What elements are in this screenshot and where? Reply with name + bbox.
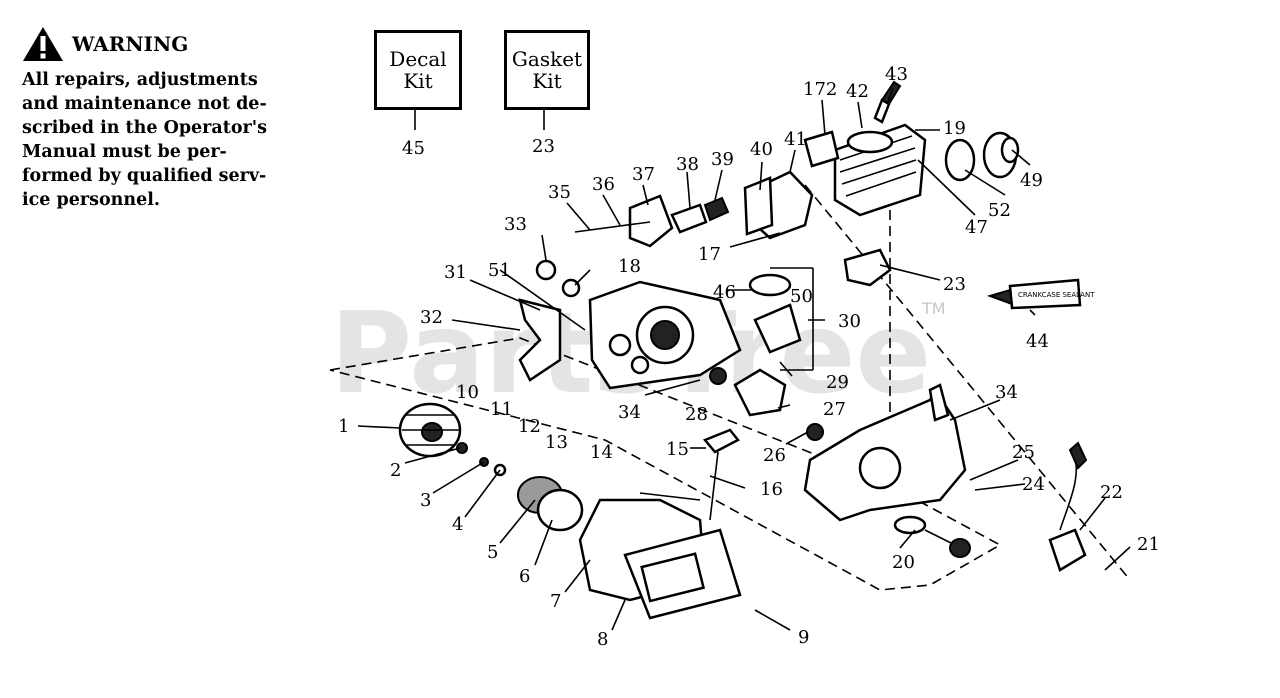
callout-label: 8 <box>597 629 608 650</box>
fuel-tank-bracket[interactable] <box>518 298 562 382</box>
callout-label: 13 <box>545 432 568 453</box>
callout-label: 38 <box>676 154 699 175</box>
callout-label: 49 <box>1020 170 1043 191</box>
muffler-cover[interactable] <box>574 194 730 248</box>
warning-line: Manual must be per- <box>22 142 227 162</box>
callout-label: 36 <box>592 174 615 195</box>
cylinder-assembly[interactable] <box>833 123 927 217</box>
warning-line: ice personnel. <box>22 190 160 210</box>
warning-triangle-icon <box>23 27 63 61</box>
flywheel[interactable] <box>398 402 462 458</box>
callout-leaders <box>357 87 1131 631</box>
callout-label: 172 <box>803 79 837 100</box>
callout-label: 30 <box>838 311 861 332</box>
crankcase-right[interactable] <box>803 383 967 522</box>
gasket-kit-label: Kit <box>532 69 562 93</box>
warning-text: All repairs, adjustments and maintenance… <box>22 68 302 212</box>
callout-label: 1 <box>338 416 349 437</box>
cylinder-gasket[interactable] <box>803 130 840 168</box>
callout-label: 21 <box>1137 534 1160 555</box>
callout-label: 43 <box>885 64 908 85</box>
crankshaft[interactable] <box>709 367 824 441</box>
warning-line: and maintenance not de- <box>22 94 267 114</box>
callout-label: 2 <box>390 460 401 481</box>
callout-label: 29 <box>826 372 849 393</box>
callout-label: 18 <box>618 256 641 277</box>
callout-label: 27 <box>823 399 846 420</box>
gasket-kit-box[interactable]: Gasket Kit <box>504 30 590 110</box>
callout-label: 5 <box>487 542 498 563</box>
callout-label: 4 <box>452 514 463 535</box>
spark-plug[interactable] <box>873 80 902 124</box>
callout-label: 44 <box>1026 331 1049 352</box>
callout-label: 41 <box>784 129 807 150</box>
sealant-tube[interactable]: CRANKCASE SEALANT <box>986 278 1095 310</box>
callout-label: 22 <box>1100 482 1123 503</box>
callout-label: 34 <box>995 382 1018 403</box>
rewind-spring[interactable] <box>536 488 584 532</box>
callout-label: 51 <box>488 260 511 281</box>
callout-label: 11 <box>490 399 513 420</box>
callout-label: 37 <box>632 164 655 185</box>
callout-label: 25 <box>1012 442 1035 463</box>
callout-label: 31 <box>444 262 467 283</box>
callout-label: 20 <box>892 552 915 573</box>
assembly-axis <box>804 184 1131 581</box>
callout-label: 16 <box>760 479 783 500</box>
starter-handle[interactable] <box>702 428 740 521</box>
ignition-module[interactable] <box>1048 441 1088 572</box>
callout-label: 12 <box>518 416 541 437</box>
callout-label: 52 <box>988 200 1011 221</box>
decal-kit-box[interactable]: Decal Kit <box>374 30 462 110</box>
sealant-label: CRANKCASE SEALANT <box>1018 291 1095 299</box>
callout-label: 39 <box>711 149 734 170</box>
callout-label: 7 <box>550 591 561 612</box>
callout-label: 14 <box>590 442 613 463</box>
piston-assembly[interactable] <box>748 267 814 371</box>
warning-line: All repairs, adjustments <box>22 70 258 90</box>
callout-label: 17 <box>698 244 721 265</box>
callout-label: 42 <box>846 81 869 102</box>
callout-label: 40 <box>750 139 773 160</box>
callout-label: 15 <box>666 439 689 460</box>
callout-label: 26 <box>763 445 786 466</box>
warning-title: WARNING <box>72 32 189 56</box>
callout-label: 10 <box>456 382 479 403</box>
crankcase-left[interactable] <box>588 280 742 390</box>
starter-housing[interactable] <box>578 498 742 620</box>
watermark-tm: TM <box>921 299 946 318</box>
callout-label: 24 <box>1022 474 1045 495</box>
base-gasket[interactable] <box>843 248 892 287</box>
assembly-boundary <box>329 337 1002 591</box>
gasket-kit-label: Gasket <box>511 47 583 71</box>
callout-label: 45 <box>402 138 425 159</box>
callout-label: 34 <box>618 402 641 423</box>
callout-label: 3 <box>420 490 431 511</box>
callout-label: 19 <box>943 118 966 139</box>
warning-line: formed by qualified serv- <box>22 166 267 186</box>
callout-labels: 45 23 1 2 3 4 5 6 7 8 9 10 11 12 13 14 1… <box>338 64 1160 650</box>
muffler-body[interactable] <box>743 170 814 240</box>
callout-label: 32 <box>420 307 443 328</box>
decal-kit-label: Decal <box>389 47 447 71</box>
callout-label: 46 <box>713 282 736 303</box>
callout-label: 47 <box>965 217 988 238</box>
callout-label: 6 <box>519 566 530 587</box>
warning-notice: WARNING All repairs, adjustments and mai… <box>22 26 302 212</box>
callout-label: 28 <box>685 404 708 425</box>
warning-line: scribed in the Operator's <box>22 118 267 138</box>
callout-label: 23 <box>532 136 555 157</box>
decal-kit-label: Kit <box>403 69 433 93</box>
callout-label: 35 <box>548 182 571 203</box>
callout-label: 50 <box>790 286 813 307</box>
fuel-filter[interactable] <box>893 515 971 558</box>
callout-label: 23 <box>943 274 966 295</box>
intake-boot[interactable] <box>944 131 1020 182</box>
callout-label: 9 <box>798 627 809 648</box>
callout-label: 33 <box>504 214 527 235</box>
warning-header: WARNING <box>22 26 302 62</box>
